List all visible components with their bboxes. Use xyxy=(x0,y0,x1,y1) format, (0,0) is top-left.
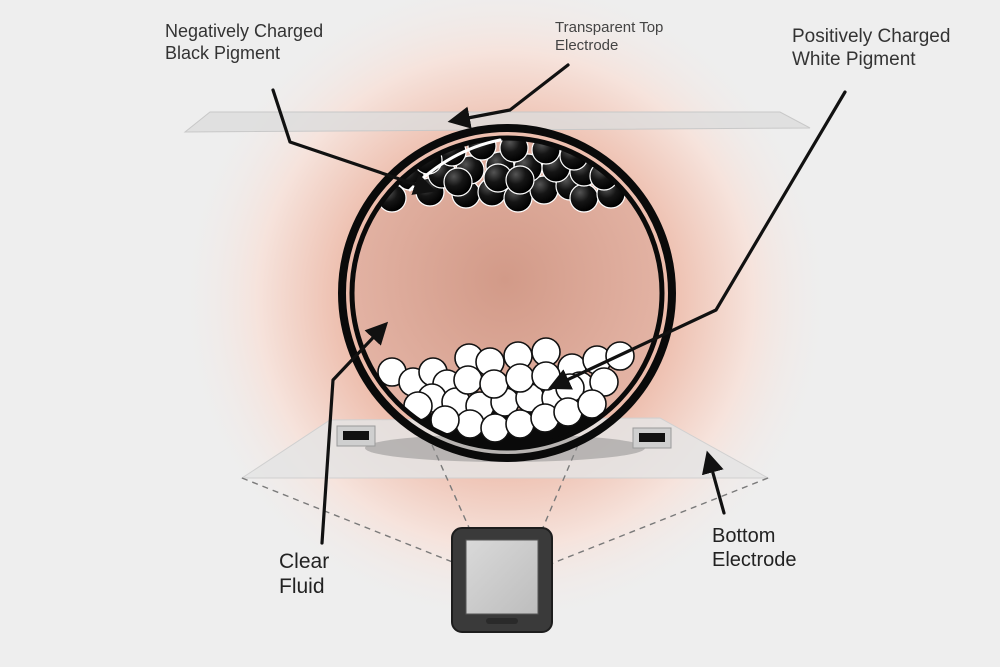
white-pigment-cluster xyxy=(377,337,635,443)
capsule-outer-ring xyxy=(338,124,676,462)
black-pigment-particle xyxy=(443,167,473,197)
clear-fluid-label-line2: Fluid xyxy=(279,575,325,599)
top-electrode-label-line2: Electrode xyxy=(555,37,619,54)
white-pigment-particle xyxy=(505,409,535,439)
bottom-electrode-label-line1: Bottom xyxy=(712,525,776,547)
positive-pigment-label-line2: White Pigment xyxy=(792,48,916,70)
top-electrode-pointer xyxy=(447,63,570,129)
clear-fluid-label: Clear Fluid xyxy=(279,549,329,599)
positive-pigment-label-line1: Positively Charged xyxy=(792,26,951,47)
bottom-electrode-label: Bottom Electrode xyxy=(712,524,797,572)
negative-pigment-label-line2: Black Pigment xyxy=(165,42,281,63)
white-pigment-particle xyxy=(453,365,483,395)
white-pigment-particle xyxy=(577,389,607,419)
ereader-device-icon xyxy=(451,527,553,633)
electrode-contact-right xyxy=(632,427,672,449)
electrode-contact-left xyxy=(336,425,376,447)
negative-pigment-label-line1: Negatively Charged xyxy=(165,21,324,41)
white-pigment-particle xyxy=(479,369,509,399)
white-pigment-particle xyxy=(455,409,485,439)
black-pigment-particle xyxy=(505,165,535,195)
bottom-electrode-label-line2: Electrode xyxy=(712,549,797,571)
negative-pigment-label: Negatively Charged Black Pigment xyxy=(165,21,323,64)
clear-fluid-pointer xyxy=(320,321,389,545)
white-pigment-particle xyxy=(505,363,535,393)
top-electrode-plate xyxy=(183,111,811,133)
positive-pigment-label: Positively Charged White Pigment xyxy=(792,26,950,72)
top-electrode-label: Transparent Top Electrode xyxy=(555,19,663,55)
black-pigment-particle xyxy=(569,183,599,213)
bottom-electrode-pointer xyxy=(701,450,726,515)
positive-pigment-pointer xyxy=(547,90,847,390)
clear-fluid-label-line1: Clear xyxy=(279,550,330,573)
capsule-inner-ring xyxy=(349,135,665,451)
negative-pigment-pointer xyxy=(271,88,437,195)
top-electrode-label-line1: Transparent Top xyxy=(555,19,664,36)
white-pigment-particle xyxy=(480,413,510,443)
